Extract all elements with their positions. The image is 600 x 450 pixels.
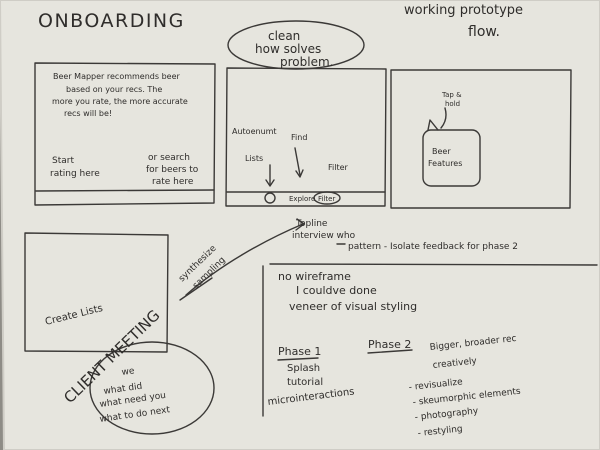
intro-line-3: more you rate, the more accurate [52,97,188,106]
intro-line-4: recs will be! [64,109,112,118]
phase2-item-6: - restyling [417,424,463,439]
card-line-1: Beer [432,147,451,156]
filter-oval [313,191,341,205]
search-note-2: for beers to [146,165,199,175]
start-note-1: Start [52,156,74,166]
frame2-label-1: Autoenumt [232,127,277,136]
topline-line-1: Topline [295,219,328,229]
phase1-item-1: Splash [287,363,320,374]
prototype-line-1: working prototype [404,3,523,18]
callout-line-2: hold [445,100,460,108]
bubble-line-2: how solves [255,42,321,56]
phase2-title: Phase 2 [368,338,411,351]
intro-line-1: Beer Mapper recommends beer [53,72,180,81]
meeting-note-1: we [121,366,136,378]
callout-line-1: Tap & [441,91,462,99]
meeting-oval [89,341,215,435]
bubble-line-3: problem. [280,55,333,69]
list-item-3: veneer of visual styling [289,300,417,313]
list-item-1: no wireframe [278,270,351,283]
wireframe-screen-2 [225,67,387,207]
speech-bubble [227,20,365,70]
search-note-1: or search [148,153,190,163]
feature-card [422,129,481,187]
bubble-line-1: clean [268,29,300,43]
card-line-2: Features [428,159,462,168]
topline-line-3: pattern - Isolate feedback for phase 2 [348,242,518,252]
flow-arrow [179,218,305,301]
phase1-item-2: tutorial [287,377,323,388]
nav-filter: Filter [318,195,335,203]
nav-explore: Explore [289,195,315,203]
list-item-2: I couldve done [296,284,377,297]
nav-circle [264,192,276,204]
phase1-title: Phase 1 [278,345,321,358]
prototype-line-2: flow. [468,24,500,40]
frame2-label-3: Lists [245,154,263,163]
page-heading: ONBOARDING [38,10,185,32]
topline-line-2: interview who [292,231,356,241]
wireframe-screen-3 [390,69,572,209]
wireframe-screen-1 [34,62,216,206]
intro-line-2: based on your recs. The [66,85,162,94]
frame2-label-4: Filter [328,163,349,172]
wireframe-screen-4 [24,232,169,353]
start-note-2: rating here [50,169,100,179]
frame2-label-2: Find [291,133,307,142]
phase2-item-2: creatively [432,356,478,371]
notes-panel [262,263,598,417]
search-note-3: rate here [152,177,194,187]
